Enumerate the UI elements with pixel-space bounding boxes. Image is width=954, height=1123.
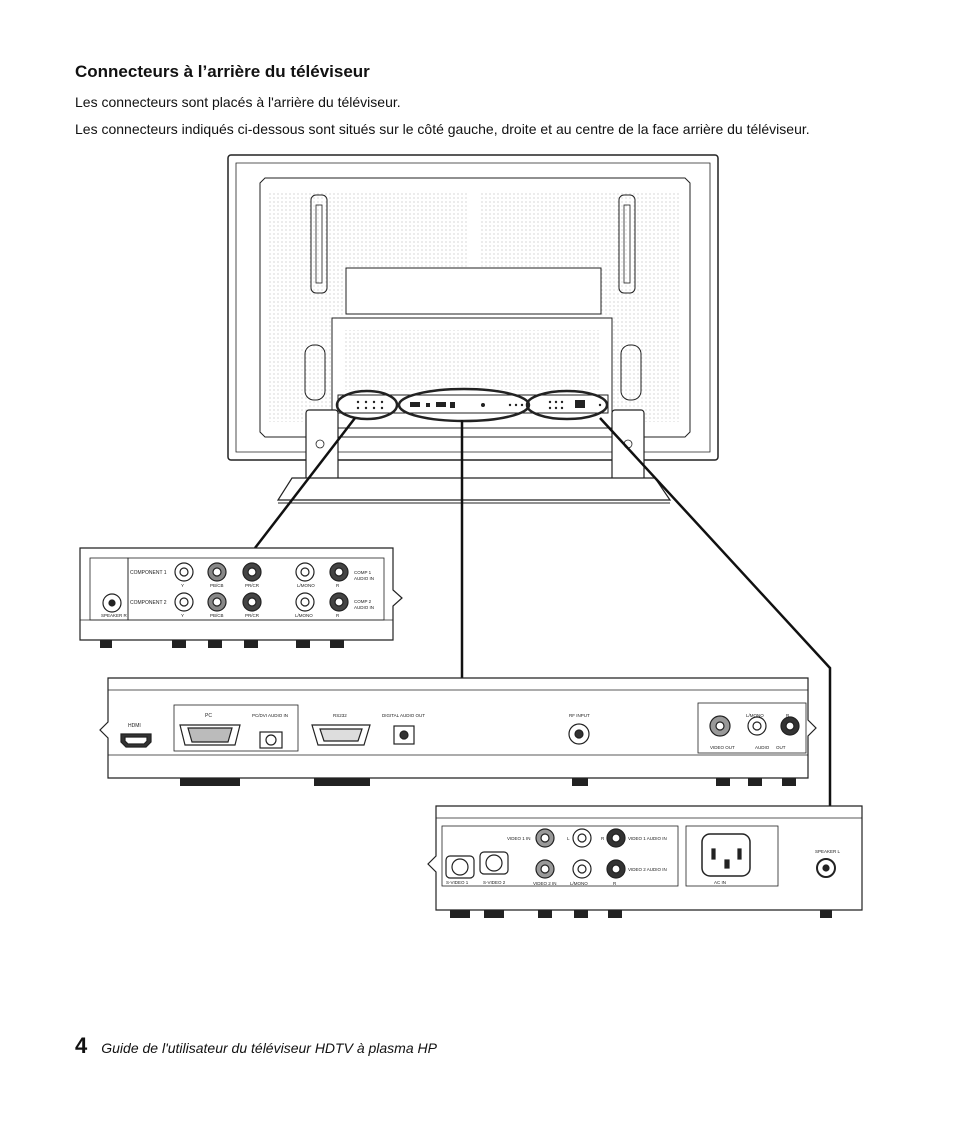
comp2-audio-label-b: AUDIO IN [354, 605, 374, 610]
comp2-audio-label-a: COMP 2 [354, 599, 372, 604]
speaker-l-label: SPEAKER L [815, 849, 841, 854]
pb-cb-label-1: PB/CB [210, 583, 224, 588]
l-mono-right-label: L/MONO [570, 881, 588, 886]
intro-paragraph: Les connecteurs sont placés à l'arrière … [75, 94, 401, 110]
l-mono-out-label: L/MONO [746, 713, 764, 718]
ac-in-label: AC IN [714, 880, 726, 885]
r-label-2: R [336, 613, 340, 618]
pb-cb-label-2: PB/CB [210, 613, 224, 618]
digital-audio-out-label: DIGITAL AUDIO OUT [382, 713, 425, 718]
svideo2-label: S-VIDEO 2 [483, 880, 506, 885]
out-label: OUT [776, 745, 786, 750]
l-label-right: L [567, 836, 570, 841]
pr-cr-label-1: PR/CR [245, 583, 260, 588]
r2-label-right: R [613, 881, 617, 886]
audio-label: AUDIO [755, 745, 770, 750]
pc-label: PC [205, 713, 212, 719]
video1-audio-in-label: VIDEO 1 AUDIO IN [628, 836, 667, 841]
section-heading: Connecteurs à l’arrière du téléviseur [75, 62, 370, 81]
comp1-audio-label-b: AUDIO IN [354, 576, 374, 581]
center-connector-panel: HDMI PC PC/DVI AUDIO IN RS232 DIGITAL AU… [99, 677, 817, 786]
speaker-r-label: SPEAKER R [101, 613, 128, 618]
video2-audio-in-label: VIDEO 2 AUDIO IN [628, 867, 667, 872]
pr-cr-label-2: PR/CR [245, 613, 260, 618]
r-label-right: R [601, 836, 605, 841]
l-mono-label-2: L/MONO [295, 613, 313, 618]
rs232-label: RS232 [333, 713, 347, 718]
video1-in-label: VIDEO 1 IN [507, 836, 531, 841]
l-mono-label-1: L/MONO [297, 583, 315, 588]
right-connector-panel: VIDEO 1 IN L R VIDEO 1 AUDIO IN VIDEO 2 … [427, 805, 863, 918]
left-connector-panel: COMPONENT 1 COMPONENT 2 SPEAKER R Y PB/C… [79, 547, 403, 648]
r-label-1: R [336, 583, 340, 588]
r-out-label: R [786, 713, 790, 718]
video-out-label: VIDEO OUT [710, 745, 735, 750]
callout-lines [254, 417, 832, 818]
video2-in-label: VIDEO 2 IN [533, 881, 557, 886]
page-number: 4 [75, 1033, 88, 1058]
svideo1-label: S-VIDEO 1 [446, 880, 469, 885]
y-label-1: Y [181, 583, 184, 588]
rf-input-label: RF INPUT [569, 713, 590, 718]
page-footer: 4 Guide de l'utilisateur du téléviseur H… [75, 1033, 437, 1059]
location-paragraph: Les connecteurs indiqués ci-dessous sont… [75, 121, 810, 137]
hdmi-label: HDMI [128, 723, 141, 729]
tv-rear-illustration [227, 154, 719, 504]
y-label-2: Y [181, 613, 184, 618]
guide-title: Guide de l'utilisateur du téléviseur HDT… [101, 1040, 437, 1056]
pc-dvi-audio-label: PC/DVI AUDIO IN [252, 713, 288, 718]
component2-label: COMPONENT 2 [130, 600, 167, 606]
comp1-audio-label-a: COMP 1 [354, 570, 372, 575]
component1-label: COMPONENT 1 [130, 570, 167, 576]
